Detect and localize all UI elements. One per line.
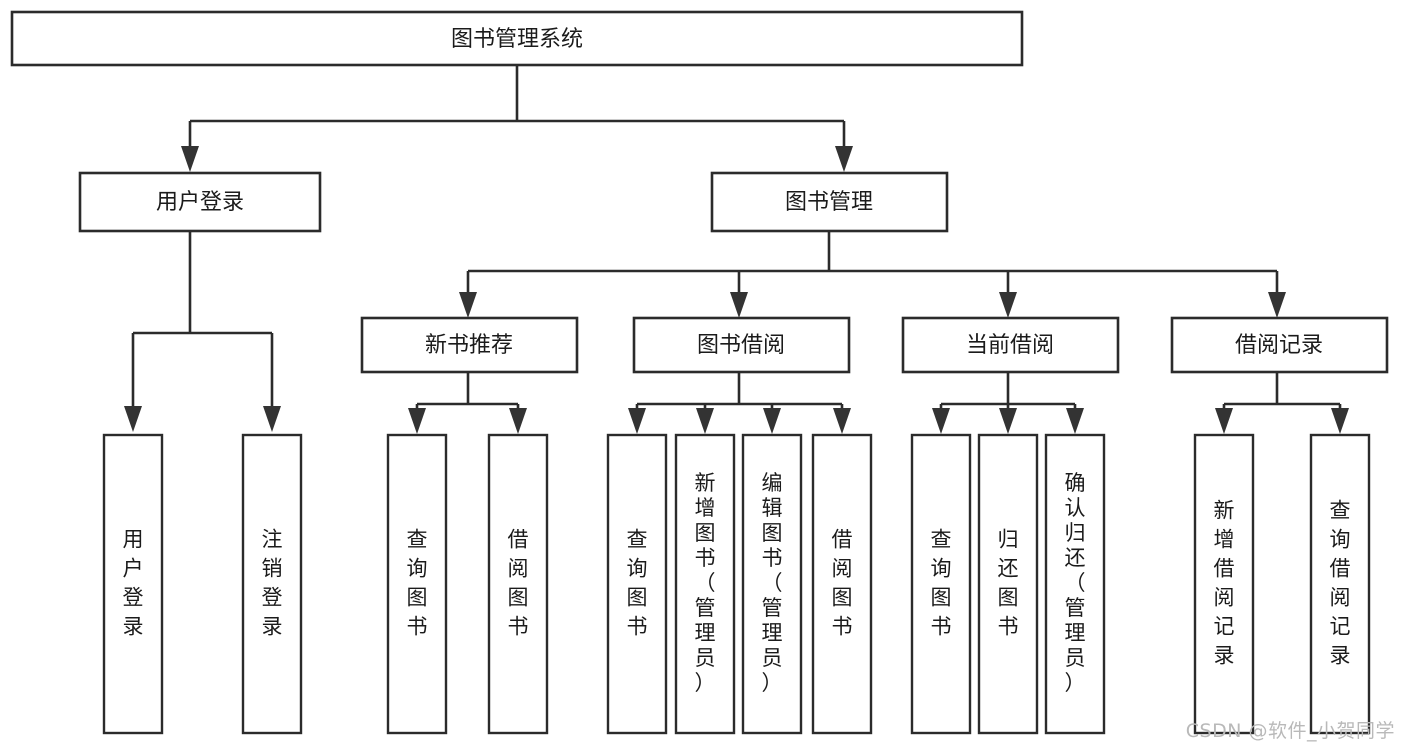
edge-book-manage-to-level3 <box>459 231 1286 318</box>
arrow-to-book-borrow <box>730 292 748 318</box>
arrow-to-leaf-borrow-book-2 <box>833 408 851 434</box>
leaf-return-book-label: 归还图书 <box>998 528 1019 639</box>
node-user-login[interactable]: 用户登录 <box>78 171 322 233</box>
leaf-confirm-return[interactable]: 确认归还（管理员） <box>1044 433 1106 735</box>
node-book-borrow[interactable]: 图书借阅 <box>632 316 851 374</box>
leaf-borrow-book-1-label: 借阅图书 <box>508 528 529 639</box>
node-book-manage[interactable]: 图书管理 <box>710 171 949 233</box>
arrow-to-leaf-user-login <box>124 406 142 432</box>
leaf-query-book-1[interactable]: 查询图书 <box>386 433 448 735</box>
node-new-book-recommend[interactable]: 新书推荐 <box>360 316 579 374</box>
arrow-to-leaf-query-book-1 <box>408 408 426 434</box>
node-current-borrow-label: 当前借阅 <box>966 333 1054 358</box>
arrow-to-current-borrow <box>999 292 1017 318</box>
node-new-book-recommend-label: 新书推荐 <box>425 333 513 358</box>
node-borrow-record[interactable]: 借阅记录 <box>1170 316 1389 374</box>
arrow-to-leaf-query-record <box>1331 408 1349 434</box>
leaf-borrow-book-1[interactable]: 借阅图书 <box>487 433 549 735</box>
arrow-to-leaf-edit-book <box>763 408 781 434</box>
arrow-to-user-login <box>181 146 199 172</box>
arrow-to-leaf-add-book <box>696 408 714 434</box>
leaf-return-book[interactable]: 归还图书 <box>977 433 1039 735</box>
arrow-to-leaf-add-record <box>1215 408 1233 434</box>
arrow-to-leaf-logout <box>263 406 281 432</box>
edge-book-borrow-to-leaves <box>628 372 851 434</box>
leaf-confirm-return-label: 确认归还（管理员） <box>1065 471 1086 695</box>
leaf-add-book-label: 新增图书（管理员） <box>695 471 716 695</box>
edge-user-login-to-leaves <box>124 231 281 432</box>
leaf-logout-label: 注销登录 <box>262 528 283 639</box>
node-user-login-label: 用户登录 <box>156 190 244 215</box>
leaf-user-login[interactable]: 用户登录 <box>102 433 164 735</box>
leaf-borrow-book-2[interactable]: 借阅图书 <box>811 433 873 735</box>
edge-root-to-level2 <box>181 65 853 172</box>
leaf-edit-book-label: 编辑图书（管理员） <box>762 471 783 695</box>
node-root-label: 图书管理系统 <box>451 27 583 52</box>
node-root[interactable]: 图书管理系统 <box>10 10 1024 67</box>
leaf-borrow-book-2-label: 借阅图书 <box>832 528 853 639</box>
arrow-to-new-book-recommend <box>459 292 477 318</box>
leaf-add-record[interactable]: 新增借阅记录 <box>1193 433 1255 735</box>
leaf-query-record-label: 查询借阅记录 <box>1330 499 1351 668</box>
node-book-borrow-label: 图书借阅 <box>697 333 785 358</box>
edge-new-book-recommend-to-leaves <box>408 372 527 434</box>
arrow-to-leaf-query-book-2 <box>628 408 646 434</box>
arrow-to-leaf-borrow-book-1 <box>509 408 527 434</box>
arrow-to-leaf-return-book <box>999 408 1017 434</box>
edge-borrow-record-to-leaves <box>1215 372 1349 434</box>
leaf-query-record[interactable]: 查询借阅记录 <box>1309 433 1371 735</box>
arrow-to-book-manage <box>835 146 853 172</box>
edge-current-borrow-to-leaves <box>932 372 1084 434</box>
leaf-edit-book[interactable]: 编辑图书（管理员） <box>741 433 803 735</box>
node-current-borrow[interactable]: 当前借阅 <box>901 316 1120 374</box>
leaf-query-book-3-label: 查询图书 <box>931 528 952 639</box>
leaf-query-book-3[interactable]: 查询图书 <box>910 433 972 735</box>
leaf-add-book[interactable]: 新增图书（管理员） <box>674 433 736 735</box>
arrow-to-leaf-query-book-3 <box>932 408 950 434</box>
leaf-query-book-2-label: 查询图书 <box>627 528 648 639</box>
csdn-watermark: CSDN @软件_小贺同学 <box>1185 720 1395 742</box>
node-borrow-record-label: 借阅记录 <box>1235 333 1323 358</box>
leaf-user-login-label: 用户登录 <box>123 528 144 639</box>
leaf-query-book-2[interactable]: 查询图书 <box>606 433 668 735</box>
leaf-add-record-label: 新增借阅记录 <box>1214 499 1235 668</box>
arrow-to-leaf-confirm-return <box>1066 408 1084 434</box>
arrow-to-borrow-record <box>1268 292 1286 318</box>
leaf-query-book-1-label: 查询图书 <box>407 528 428 639</box>
node-book-manage-label: 图书管理 <box>785 190 873 215</box>
leaf-logout[interactable]: 注销登录 <box>241 433 303 735</box>
